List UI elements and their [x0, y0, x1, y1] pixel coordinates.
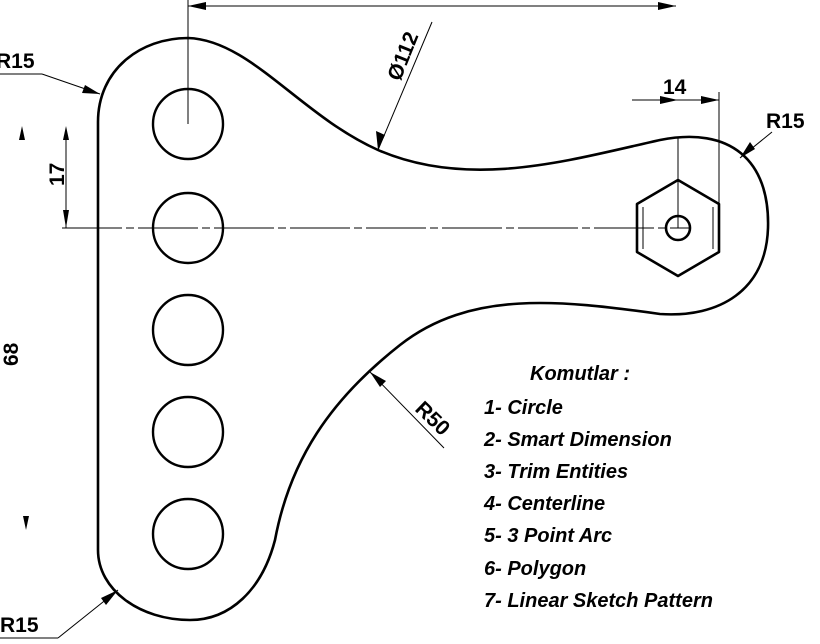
arrow-diameter-112	[376, 131, 385, 150]
arrow-top-right	[658, 2, 676, 10]
command-item-7: 7- Linear Sketch Pattern	[484, 590, 713, 612]
commands-title: Komutlar :	[530, 363, 630, 385]
label-height-68: 68	[0, 342, 23, 366]
arrow-68-down	[23, 516, 29, 530]
arrow-r15-right	[740, 142, 755, 158]
arrow-14-right	[701, 96, 719, 104]
arrow-r15-bottom-left	[101, 590, 118, 605]
label-height-17: 17	[46, 163, 69, 186]
label-r50: R50	[411, 397, 455, 440]
hole-3	[151, 293, 225, 367]
hole-5	[151, 497, 225, 571]
label-r15-right: R15	[766, 110, 805, 133]
command-item-6: 6- Polygon	[484, 558, 586, 580]
arrow-r50	[370, 372, 386, 387]
hole-4	[151, 395, 225, 469]
label-r15-bottom-left: R15	[0, 614, 39, 637]
command-item-4: 4- Centerline	[483, 493, 605, 515]
command-item-5: 5- 3 Point Arc	[484, 525, 612, 547]
command-item-2: 2- Smart Dimension	[483, 429, 672, 451]
arrow-r15-top-left	[82, 85, 100, 94]
leader-diameter-112	[377, 21, 433, 151]
arrow-14-left	[660, 96, 678, 104]
arrow-17-up-left	[19, 126, 25, 140]
command-item-1: 1- Circle	[484, 397, 563, 419]
label-r15-top-left: R15	[0, 50, 35, 73]
part-outline	[96, 36, 770, 622]
arrow-17-down	[63, 210, 69, 228]
arrow-top-left	[188, 2, 206, 10]
command-item-3: 3- Trim Entities	[484, 461, 628, 483]
arrow-17-up-right	[63, 126, 69, 140]
label-width-14: 14	[663, 76, 687, 99]
